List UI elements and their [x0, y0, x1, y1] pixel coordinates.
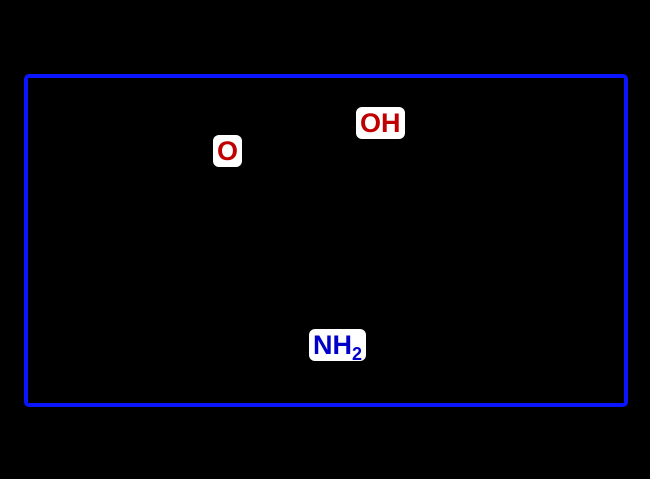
atom-subscript: 2 [352, 344, 363, 364]
highlight-frame [24, 74, 628, 407]
atom-oxygen-carbonyl: O [213, 135, 243, 167]
atom-label: NH [313, 330, 352, 360]
atom-label: O [217, 136, 239, 166]
atom-amine: NH2 [309, 329, 367, 364]
atom-hydroxyl: OH [356, 107, 405, 139]
atom-label: OH [360, 108, 401, 138]
